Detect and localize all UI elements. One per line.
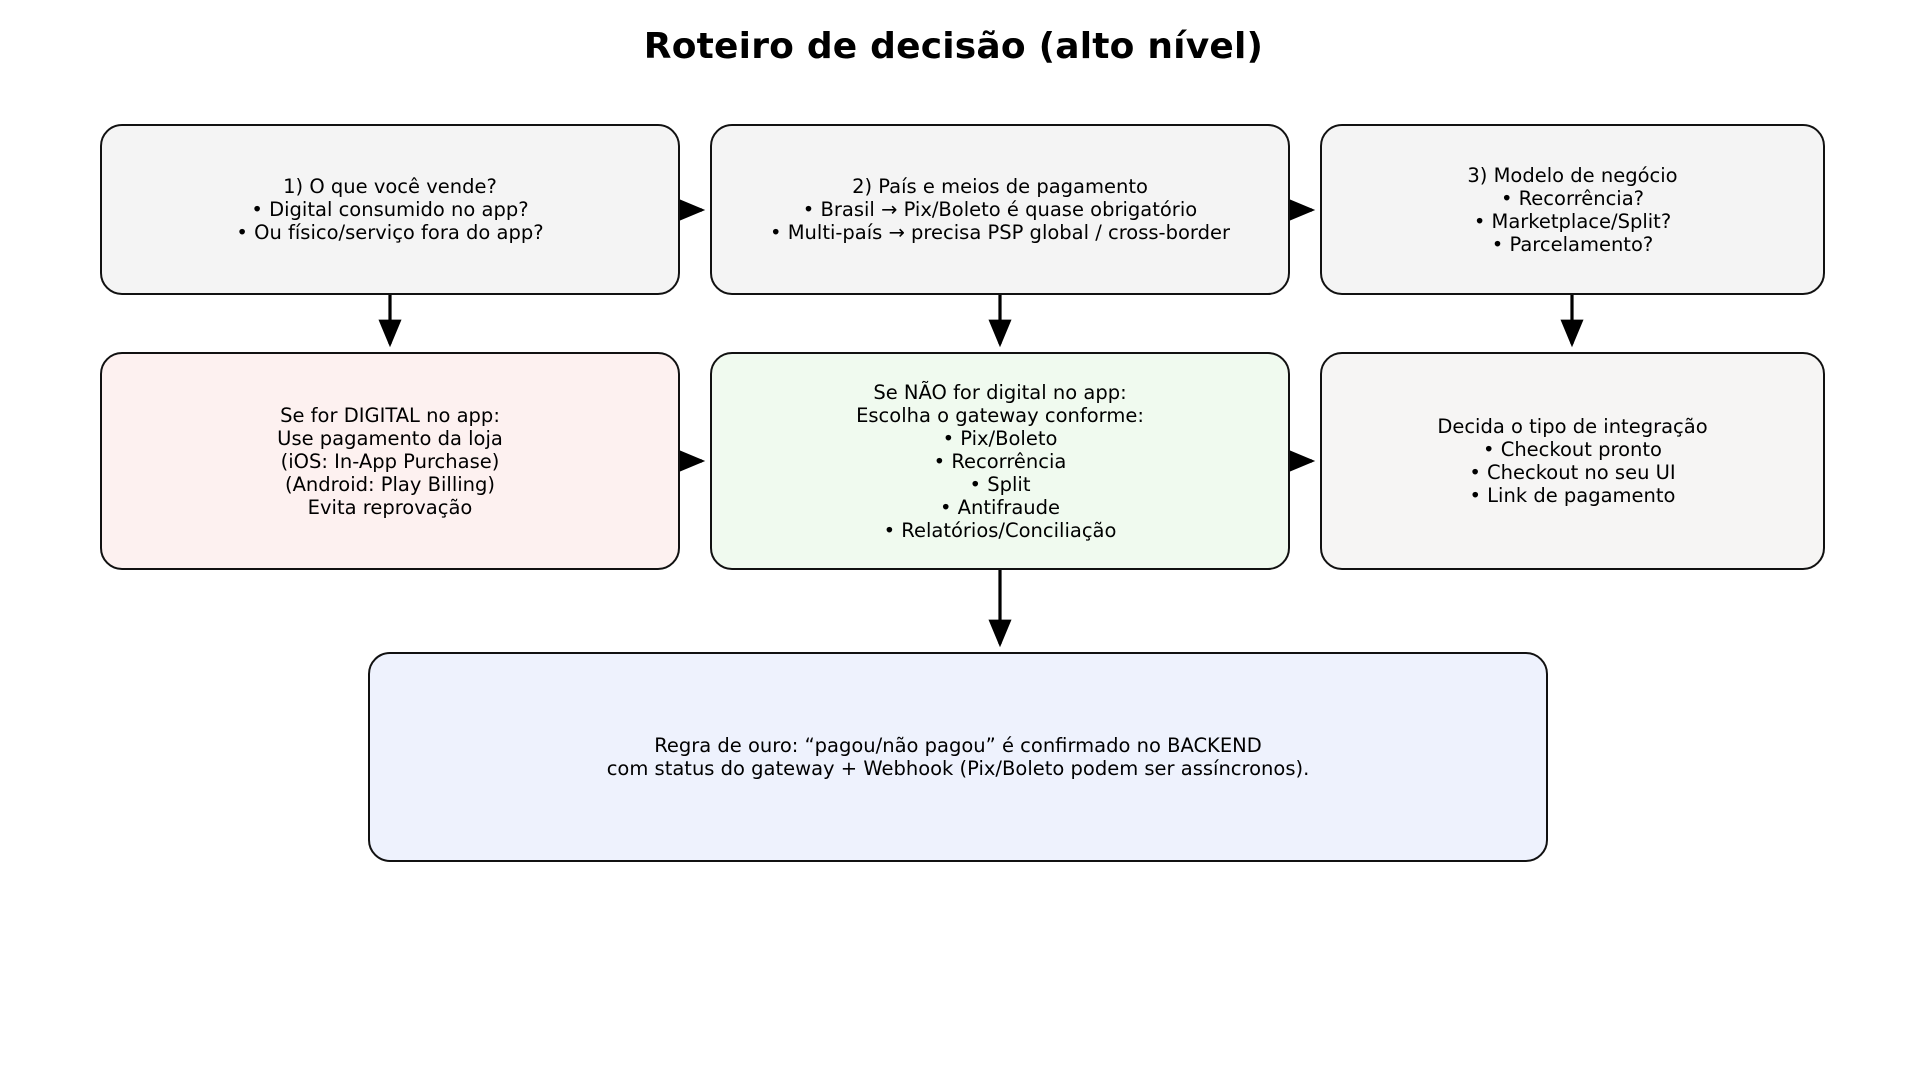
node-gateway: Se NÃO for digital no app: Escolha o gat… xyxy=(710,352,1290,570)
node-digital-text: Se for DIGITAL no app: Use pagamento da … xyxy=(277,403,503,519)
node-sell: 1) O que você vende? • Digital consumido… xyxy=(100,124,680,295)
node-rule-text: Regra de ouro: “pagou/não pagou” é confi… xyxy=(606,734,1310,780)
node-sell-text: 1) O que você vende? • Digital consumido… xyxy=(236,175,544,244)
node-country: 2) País e meios de pagamento • Brasil → … xyxy=(710,124,1290,295)
node-gateway-text: Se NÃO for digital no app: Escolha o gat… xyxy=(856,380,1144,542)
page-title: Roteiro de decisão (alto nível) xyxy=(643,26,1264,67)
node-country-text: 2) País e meios de pagamento • Brasil → … xyxy=(770,175,1230,244)
node-integration-text: Decida o tipo de integração • Checkout p… xyxy=(1437,415,1708,507)
node-business-text: 3) Modelo de negócio • Recorrência? • Ma… xyxy=(1467,163,1678,256)
node-integration: Decida o tipo de integração • Checkout p… xyxy=(1320,352,1825,570)
node-business: 3) Modelo de negócio • Recorrência? • Ma… xyxy=(1320,124,1825,295)
node-rule: Regra de ouro: “pagou/não pagou” é confi… xyxy=(368,652,1548,862)
node-digital: Se for DIGITAL no app: Use pagamento da … xyxy=(100,352,680,570)
